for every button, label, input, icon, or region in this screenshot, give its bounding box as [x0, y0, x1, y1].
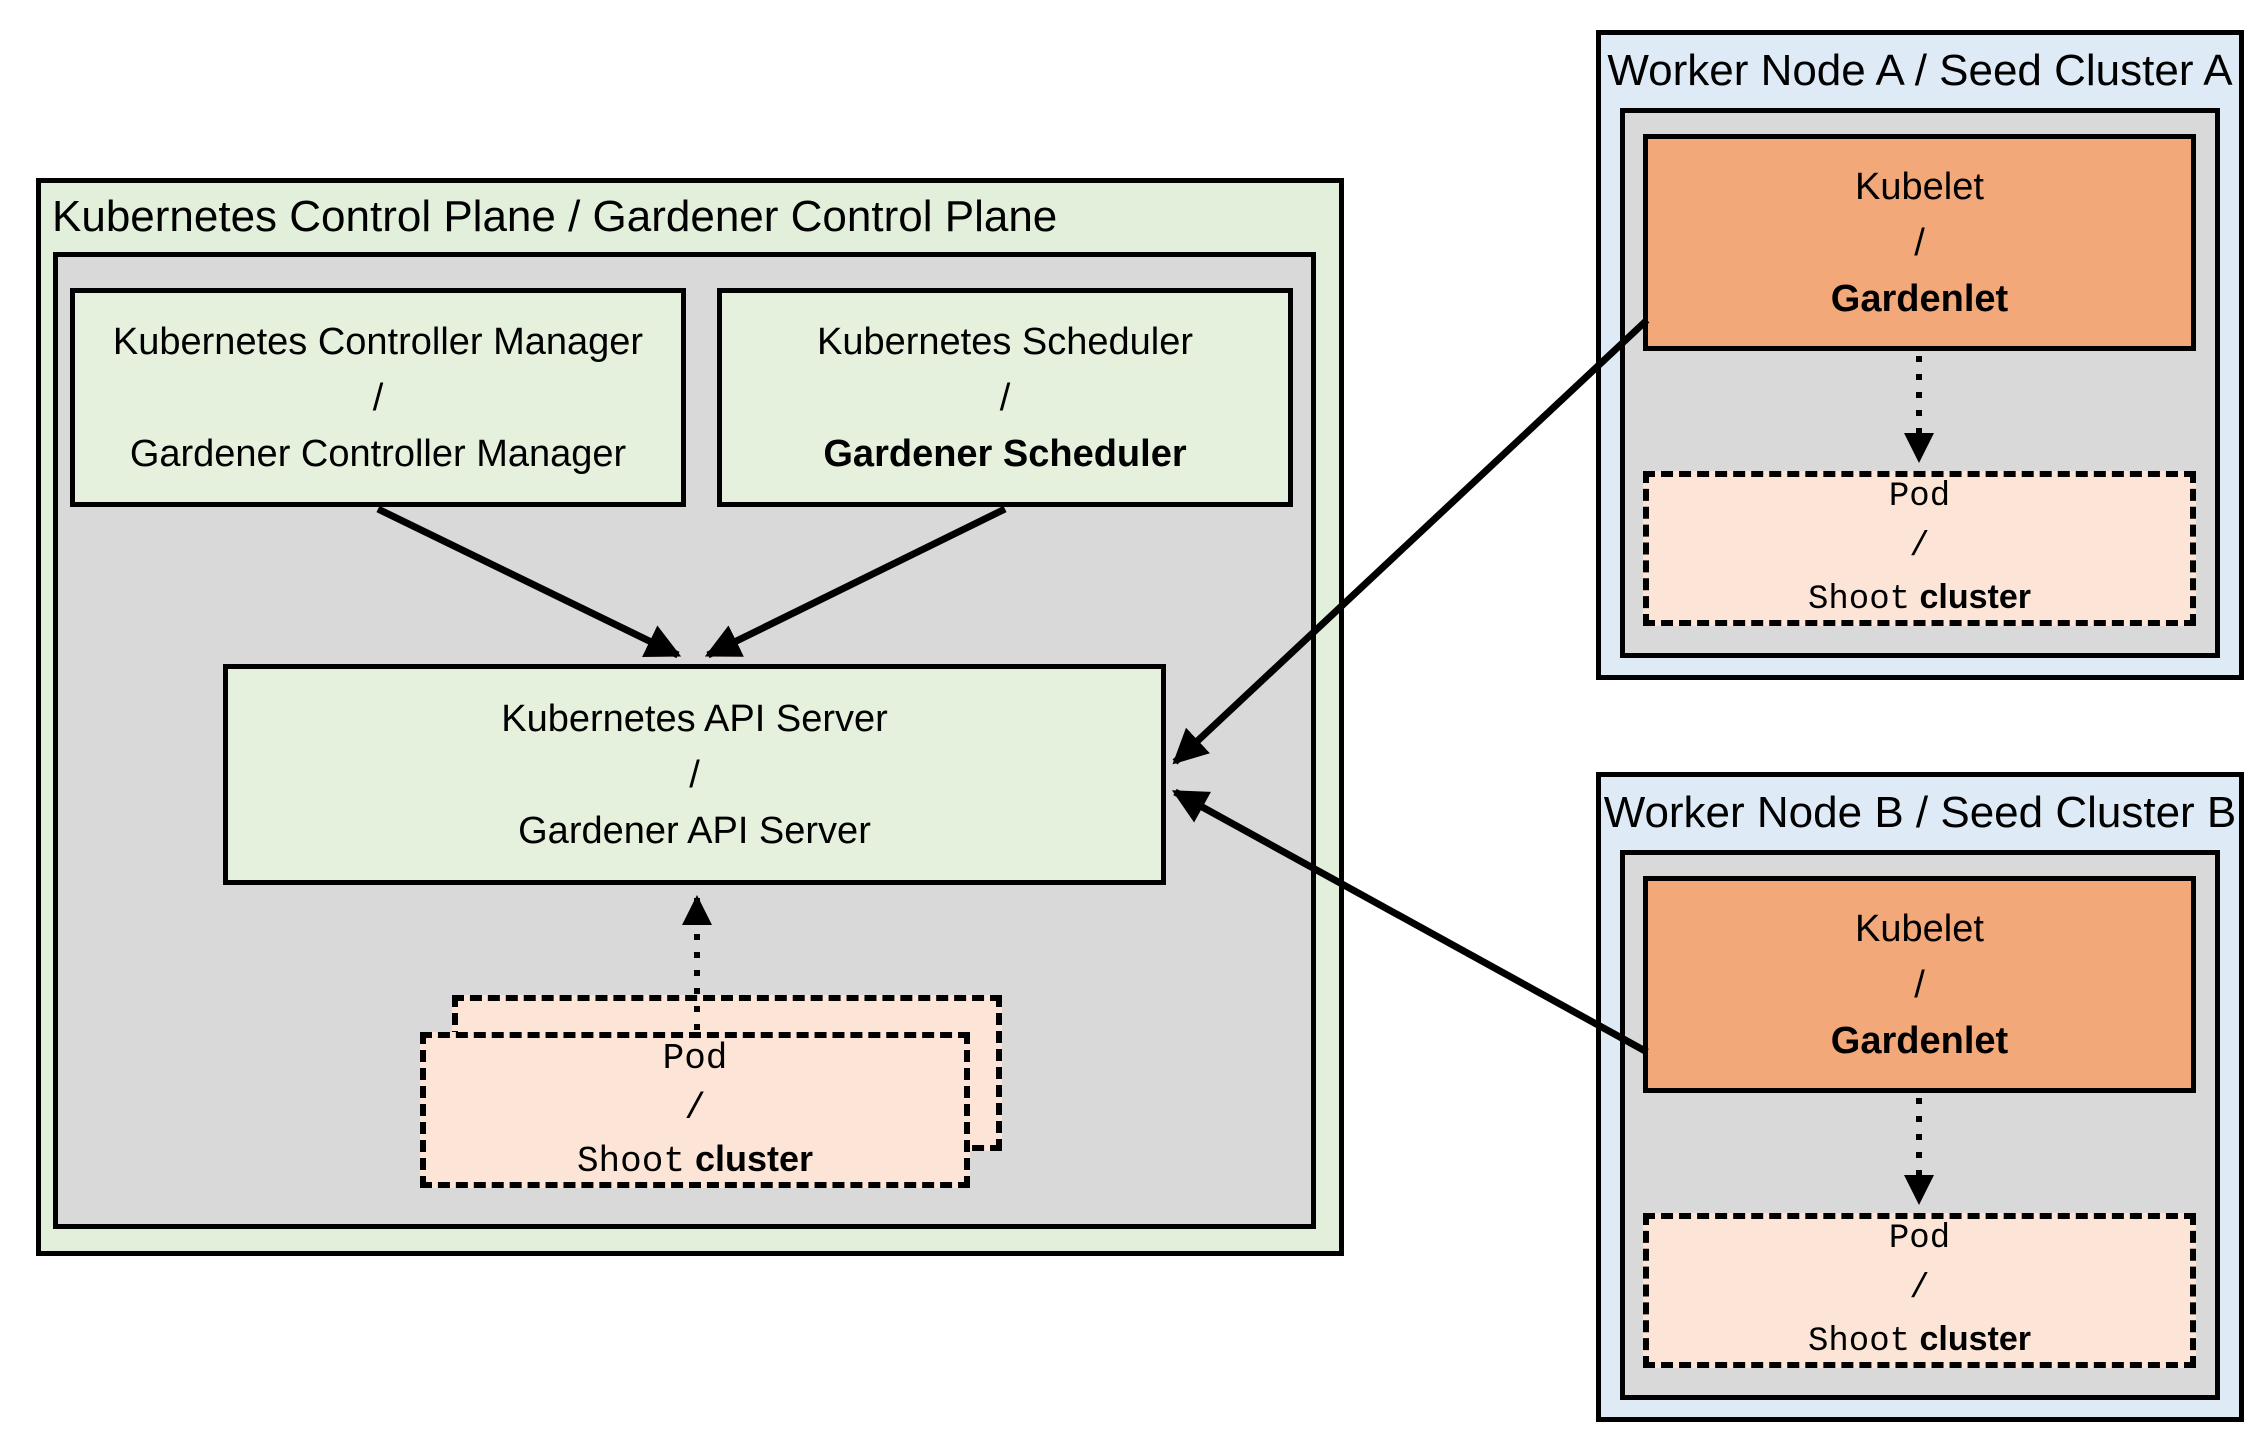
pod-b-slash: /: [1909, 1270, 1930, 1308]
controller-manager-box: Kubernetes Controller Manager / Gardener…: [70, 288, 686, 507]
scheduler-line3: Gardener Scheduler: [823, 432, 1187, 475]
kubelet-b-slash: /: [1914, 963, 1925, 1006]
api-server-slash: /: [689, 753, 700, 796]
controller-manager-line1: Kubernetes Controller Manager: [112, 320, 644, 363]
pod-b-line1: Pod: [1888, 1220, 1951, 1258]
worker-node-a-title: Worker Node A / Seed Cluster A: [1607, 46, 2233, 95]
kubelet-b-line3: Gardenlet: [1830, 1019, 2009, 1062]
api-server-line3: Gardener API Server: [518, 809, 871, 852]
scheduler-slash: /: [999, 376, 1011, 419]
controller-manager-slash: /: [372, 376, 384, 419]
kubelet-b-box: Kubelet / Gardenlet: [1643, 876, 2196, 1093]
pod-shoot-word: Shoot: [576, 1140, 685, 1182]
pod-a-slash: /: [1909, 528, 1930, 566]
pod-shoot-box-b: Pod / Shoot cluster: [1643, 1213, 2196, 1368]
pod-b-cluster-word: cluster: [1919, 1320, 2031, 1358]
kubelet-a-slash: /: [1914, 221, 1925, 264]
pod-b-shoot-word: Shoot: [1808, 1323, 1911, 1361]
controller-manager-line3: Gardener Controller Manager: [129, 432, 627, 475]
pod-a-line1: Pod: [1888, 478, 1951, 516]
api-server-box: Kubernetes API Server / Gardener API Ser…: [223, 664, 1166, 885]
pod-a-shoot-word: Shoot: [1808, 581, 1911, 619]
pod-slash: /: [684, 1087, 706, 1129]
kubelet-a-line1: Kubelet: [1855, 165, 1984, 208]
scheduler-box: Kubernetes Scheduler / Gardener Schedule…: [717, 288, 1293, 507]
pod-a-cluster-word: cluster: [1919, 578, 2031, 616]
pod-line1: Pod: [662, 1037, 728, 1079]
control-plane-title: Kubernetes Control Plane / Gardener Cont…: [52, 192, 1058, 241]
scheduler-line1: Kubernetes Scheduler: [816, 320, 1194, 363]
pod-shoot-box-front: Pod / Shoot cluster: [420, 1032, 970, 1188]
pod-shoot-box-a: Pod / Shoot cluster: [1643, 471, 2196, 626]
api-server-line1: Kubernetes API Server: [501, 697, 888, 740]
worker-node-b-title: Worker Node B / Seed Cluster B: [1603, 788, 2237, 837]
pod-cluster-word: cluster: [694, 1137, 814, 1179]
kubelet-b-line1: Kubelet: [1855, 907, 1984, 950]
kubelet-a-line3: Gardenlet: [1830, 277, 2009, 320]
kubelet-a-box: Kubelet / Gardenlet: [1643, 134, 2196, 351]
